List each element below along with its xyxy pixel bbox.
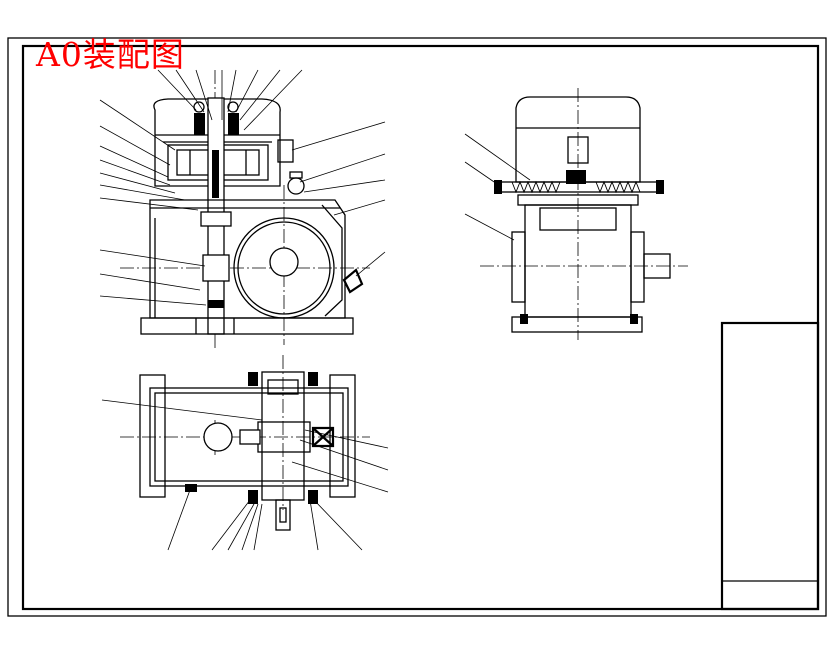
front-view-section [99,69,386,350]
drawing-frame [7,37,827,617]
side-spring-rods [494,170,664,194]
side-view-leaders [464,133,531,241]
top-bolts [193,101,239,135]
side-view [464,88,688,340]
title-block [720,321,820,611]
top-view-leaders [101,399,389,551]
front-view-leaders [99,69,386,306]
top-view [101,355,389,551]
drawing-title: A0装配图 [36,35,185,74]
